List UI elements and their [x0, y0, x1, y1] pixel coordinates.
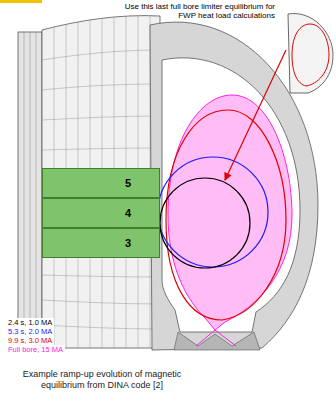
- inset-equilibrium: [292, 24, 329, 86]
- column-lines: [24, 32, 36, 348]
- inset-vessel: [288, 14, 333, 93]
- legend-color-text: 9.9 s, 3.0 MA: [6, 336, 54, 345]
- module-number: 3: [125, 237, 159, 249]
- wall-ribs: [42, 16, 160, 348]
- full-bore-equilibrium: [168, 95, 292, 330]
- legend-color-text: Full bore, 15 MA: [6, 345, 65, 354]
- legend-color-text: 5.3 s, 2.0 MA: [6, 327, 54, 336]
- legend: 2.4 s, 1.0 MA5.3 s, 2.0 MA9.9 s, 3.0 MAF…: [6, 318, 65, 354]
- central-column: [18, 32, 42, 348]
- callout-arrow: [225, 50, 286, 180]
- header-bar: [0, 0, 42, 3]
- divertor: [174, 332, 260, 350]
- module-number: 5: [125, 177, 159, 189]
- wall-panels: [42, 16, 160, 348]
- divertor-legs: [196, 330, 236, 346]
- legend-text: 5.3 s, 2.0 MA: [8, 327, 52, 336]
- legend-color-text: 2.4 s, 1.0 MA: [6, 318, 54, 327]
- legend-text: 2.4 s, 1.0 MA: [8, 318, 52, 327]
- blanket-module-band: 3: [42, 228, 160, 258]
- blanket-module-band: 5: [42, 168, 160, 198]
- figure-caption: Example ramp-up evolution of magnetic eq…: [2, 369, 202, 391]
- black-equilibrium: [160, 178, 250, 268]
- blue-equilibrium: [158, 157, 268, 267]
- callout-note: Use this last full bore limiter equilibr…: [118, 2, 275, 20]
- blanket-module-band: 4: [42, 198, 160, 228]
- legend-text: Full bore, 15 MA: [8, 345, 63, 354]
- module-number: 4: [125, 207, 159, 219]
- legend-text: 9.9 s, 3.0 MA: [8, 336, 52, 345]
